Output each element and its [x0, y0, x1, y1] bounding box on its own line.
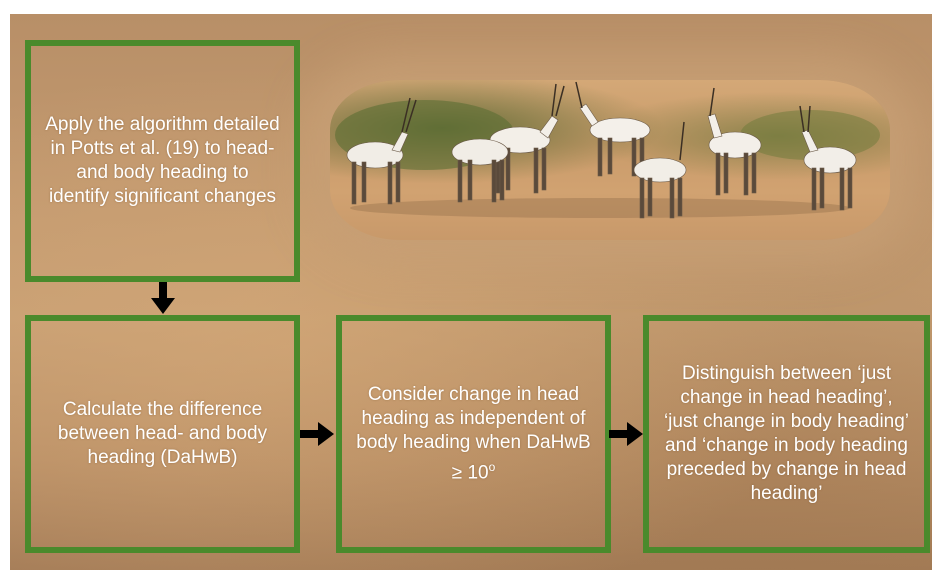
step-apply-algorithm-text: Apply the algorithm detailed in Potts et…: [45, 114, 280, 207]
step-calculate-difference-box: Calculate the difference between head- a…: [25, 315, 300, 553]
step-distinguish-box: Distinguish between ‘just change in head…: [643, 315, 930, 553]
step-consider-change-main: Consider change in head heading as indep…: [356, 383, 591, 484]
step-calculate-difference-text: Calculate the difference between head- a…: [57, 399, 268, 468]
arrow-right-icon: [300, 422, 334, 446]
degree-superscript: o: [488, 459, 496, 474]
oryx-herd-photo: [330, 80, 890, 240]
arrow-right-icon: [609, 422, 643, 446]
step-distinguish-text: Distinguish between ‘just change in head…: [663, 363, 910, 504]
arrow-down-icon: [151, 282, 175, 314]
oryx-herd-illustration: [335, 81, 880, 219]
step-consider-change-text: Consider change in head heading as indep…: [356, 383, 591, 485]
step-apply-algorithm-box: Apply the algorithm detailed in Potts et…: [25, 40, 300, 282]
step-consider-change-box: Consider change in head heading as indep…: [336, 315, 611, 553]
